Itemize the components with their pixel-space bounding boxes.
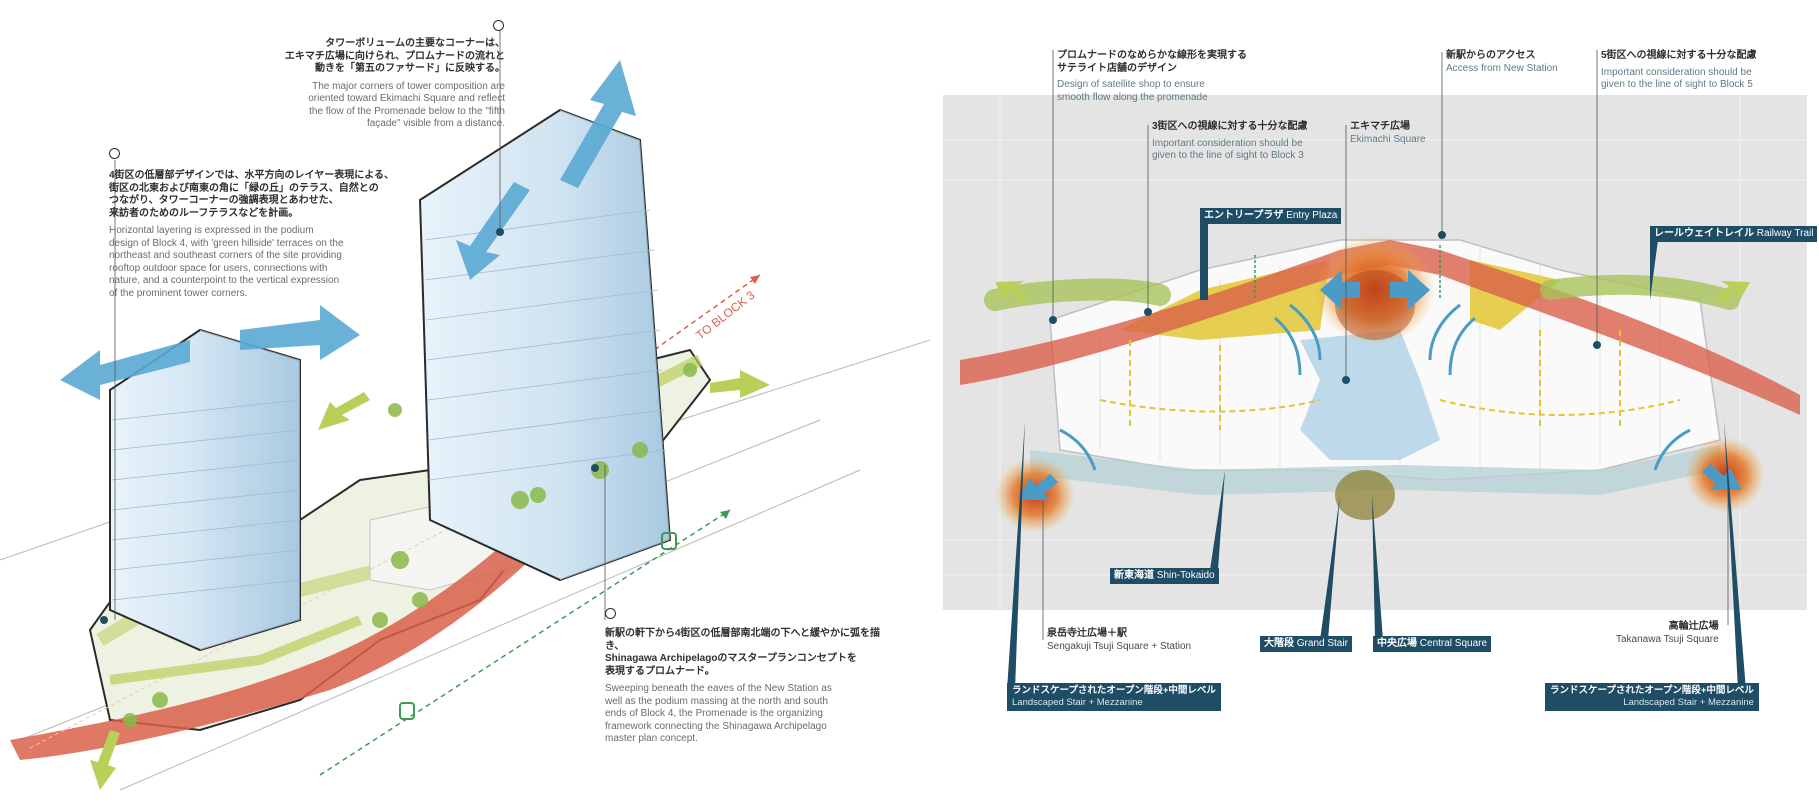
label-jp: プロムナードのなめらかな線形を実現する サテライト店舗のデザイン: [1057, 50, 1247, 74]
tag-landscaped-stair-left: ランドスケープされたオープン階段+中間レベル Landscaped Stair …: [1007, 683, 1221, 711]
label-en: Access from New Station: [1446, 62, 1558, 74]
axonometric-diagram: TO BLOCK 3: [0, 28, 930, 791]
heat-spots: [995, 235, 1765, 533]
label-en: Design of satellite shop to ensure smoot…: [1057, 79, 1208, 103]
green-plan-arrows: [995, 281, 1750, 304]
tag-stems: [1007, 220, 1746, 690]
label-block5: 5街区への視線に対する十分な配慮 Important consideration…: [1601, 50, 1757, 92]
tag-jp: ランドスケープされたオープン階段+中間レベル: [1012, 685, 1216, 696]
note-en: Horizontal layering is expressed in the …: [109, 225, 344, 299]
block3-label: TO BLOCK 3: [693, 288, 757, 343]
plan-leader-dots: [1049, 231, 1601, 384]
tag-jp: レールウェイトレイル: [1654, 228, 1754, 239]
note-jp: タワーボリュームの主要なコーナーは、 エキマチ広場に向けられ、プロムナードの流れ…: [284, 38, 505, 74]
label-new-station: 新駅からのアクセス Access from New Station: [1446, 50, 1558, 75]
tag-central-square: 中央広場 Central Square: [1373, 636, 1492, 652]
blue-curves: [1059, 303, 1691, 471]
label-ekimachi: エキマチ広場 Ekimachi Square: [1350, 121, 1426, 146]
train-icon: [399, 532, 677, 720]
trees: [123, 363, 697, 727]
label-jp: 新駅からのアクセス: [1446, 50, 1536, 61]
note-marker: [493, 20, 504, 31]
note-marker: [605, 608, 616, 619]
label-sengakuji: 泉岳寺辻広場＋駅 Sengakuji Tsuji Square + Statio…: [1047, 628, 1191, 653]
note-promenade: 新駅の軒下から4街区の低層部南北端の下へと緩やかに弧を描き、 Shinagawa…: [605, 628, 895, 746]
entry-plaza: [1120, 260, 1330, 340]
yellow-circulation: [1099, 330, 1681, 430]
plan-background: [943, 95, 1807, 610]
to-block3-line: [639, 274, 761, 361]
tag-en: Entry Plaza: [1286, 210, 1338, 221]
label-en: Sengakuji Tsuji Square + Station: [1047, 640, 1192, 652]
tag-shin-tokaido: 新東海道 Shin-Tokaido: [1110, 568, 1219, 584]
label-block3: 3街区への視線に対する十分な配慮 Important consideration…: [1152, 121, 1308, 163]
right-tower: [418, 108, 672, 582]
label-jp: 泉岳寺辻広場＋駅: [1047, 628, 1127, 639]
tag-jp: 新東海道: [1114, 570, 1154, 581]
note-jp: 4街区の低層部デザインでは、水平方向のレイヤー表現による、 街区の北東および南東…: [109, 170, 394, 219]
left-tower: [109, 328, 301, 652]
tag-jp: 中央広場: [1377, 638, 1417, 649]
label-en: Takanawa Tsuji Square: [1616, 633, 1719, 645]
label-jp: 5街区への視線に対する十分な配慮: [1601, 50, 1757, 61]
note-marker: [109, 148, 120, 159]
green-trail-left: [984, 278, 1171, 311]
access-dashed-line: [319, 509, 731, 776]
note-en: The major corners of tower composition a…: [308, 80, 505, 130]
green-access-arrows: [1254, 245, 1441, 300]
tag-en: Landscaped Stair + Mezzanine: [1623, 697, 1754, 708]
tag-en: Shin-Tokaido: [1156, 570, 1215, 581]
tag-en: Railway Trail: [1756, 228, 1814, 239]
note-jp: 新駅の軒下から4街区の低層部南北端の下へと緩やかに弧を描き、 Shinagawa…: [605, 628, 881, 677]
tag-entry-plaza: エントリープラザ Entry Plaza: [1200, 208, 1342, 224]
green-arrows: [90, 370, 770, 790]
tag-landscaped-stair-right: ランドスケープされたオープン階段+中間レベル Landscaped Stair …: [1545, 683, 1759, 711]
label-en: Important consideration should be given …: [1601, 66, 1753, 91]
label-jp: 高輪辻広場: [1668, 621, 1719, 632]
green-trail-right: [1540, 274, 1740, 310]
label-jp: 3街区への視線に対する十分な配慮: [1152, 121, 1308, 132]
label-jp: エキマチ広場: [1350, 121, 1410, 132]
leader-dots: [100, 228, 599, 624]
footprint-grid: [1099, 245, 1661, 475]
direction-arrows: [60, 60, 636, 400]
plan-grid: [943, 95, 1807, 610]
blue-flow-arrows: [1018, 270, 1742, 500]
label-en: Important consideration should be given …: [1152, 137, 1304, 162]
tag-jp: 大階段: [1264, 638, 1294, 649]
tag-jp: ランドスケープされたオープン階段+中間レベル: [1550, 685, 1754, 696]
tag-railway-trail: レールウェイトレイル Railway Trail: [1650, 226, 1818, 242]
note-en: Sweeping beneath the eaves of the New St…: [605, 683, 832, 744]
tag-en: Grand Stair: [1296, 638, 1348, 649]
label-takanawa: 高輪辻広場 Takanawa Tsuji Square: [1616, 621, 1719, 646]
tag-en: Landscaped Stair + Mezzanine: [1012, 697, 1143, 708]
central-square: [1300, 330, 1440, 460]
note-podium-layering: 4街区の低層部デザインでは、水平方向のレイヤー表現による、 街区の北東および南東…: [109, 170, 409, 300]
tag-en: Central Square: [1419, 638, 1488, 649]
note-tower-corners: タワーボリュームの主要なコーナーは、 エキマチ広場に向けられ、プロムナードの流れ…: [280, 38, 505, 131]
label-satellite-shop: プロムナードのなめらかな線形を実現する サテライト店舗のデザイン Design …: [1057, 50, 1247, 104]
tag-grand-stair: 大階段 Grand Stair: [1260, 636, 1352, 652]
promenade-band: [960, 240, 1800, 415]
building-footprint: [1049, 239, 1721, 481]
tag-jp: エントリープラザ: [1204, 210, 1284, 221]
leader-lines: [114, 28, 606, 620]
shin-tokaido-band: [1030, 445, 1720, 495]
label-en: Ekimachi Square: [1350, 133, 1426, 145]
